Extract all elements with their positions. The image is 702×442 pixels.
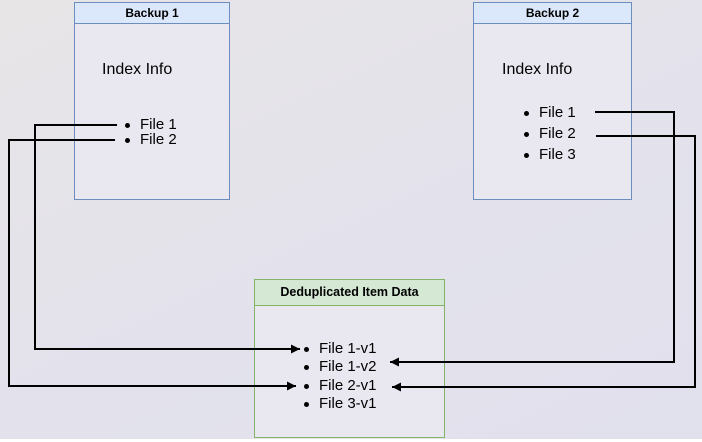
dedup-item: File 1-v2: [304, 359, 377, 375]
backup2-title: Backup 2: [474, 3, 631, 24]
backup2-file-item: File 1: [524, 105, 576, 121]
backup1-file-item: File 2: [125, 132, 177, 148]
backup2-file3-label: File 3: [539, 146, 576, 163]
bullet-icon: [524, 152, 529, 158]
backup2-file-item: File 2: [524, 126, 576, 142]
backup2-file-item: File 3: [524, 147, 576, 163]
backup1-box: Backup 1: [74, 2, 230, 200]
dedup-file2-v1-label: File 2-v1: [319, 377, 377, 394]
dedup-title: Deduplicated Item Data: [255, 280, 444, 306]
dedup-item: File 2-v1: [304, 378, 377, 394]
dedup-file3-v1-label: File 3-v1: [319, 395, 377, 412]
dedup-file1-v2-label: File 1-v2: [319, 358, 377, 375]
backup2-box: Backup 2: [473, 2, 632, 200]
backup2-index-info-label: Index Info: [502, 61, 573, 78]
dedup-file1-v1-label: File 1-v1: [319, 340, 377, 357]
backup1-title: Backup 1: [75, 3, 229, 24]
bullet-icon: [304, 383, 309, 389]
backup1-file2-label: File 2: [140, 131, 177, 148]
bullet-icon: [125, 122, 130, 128]
bullet-icon: [524, 131, 529, 137]
backup1-index-info-label: Index Info: [102, 61, 173, 78]
bullet-icon: [304, 401, 309, 407]
bullet-icon: [304, 346, 309, 352]
bullet-icon: [524, 110, 529, 116]
bullet-icon: [125, 137, 130, 143]
dedup-item: File 1-v1: [304, 341, 377, 357]
backup2-file2-label: File 2: [539, 125, 576, 142]
dedup-item: File 3-v1: [304, 396, 377, 412]
bullet-icon: [304, 364, 309, 370]
backup2-file1-label: File 1: [539, 104, 576, 121]
